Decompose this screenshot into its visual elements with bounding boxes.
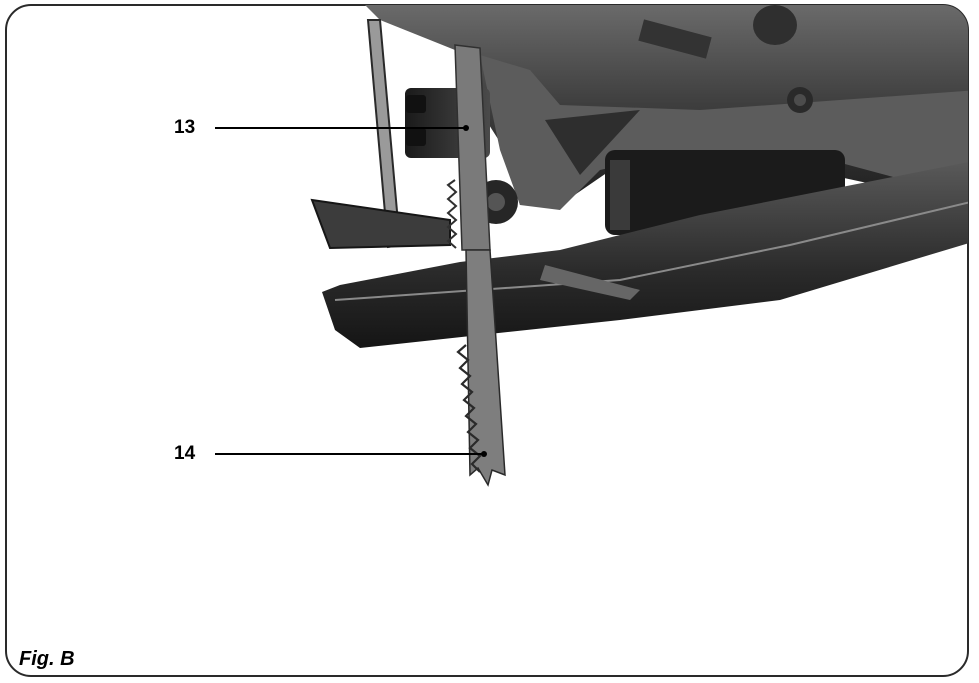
figure-caption: Fig. B <box>19 648 75 670</box>
rear-shoe <box>310 198 451 250</box>
callout-label-14: 14 <box>174 443 196 464</box>
callout-label-13: 13 <box>174 117 196 138</box>
saw-blade-lower <box>465 249 506 487</box>
gear-housing <box>480 55 968 210</box>
